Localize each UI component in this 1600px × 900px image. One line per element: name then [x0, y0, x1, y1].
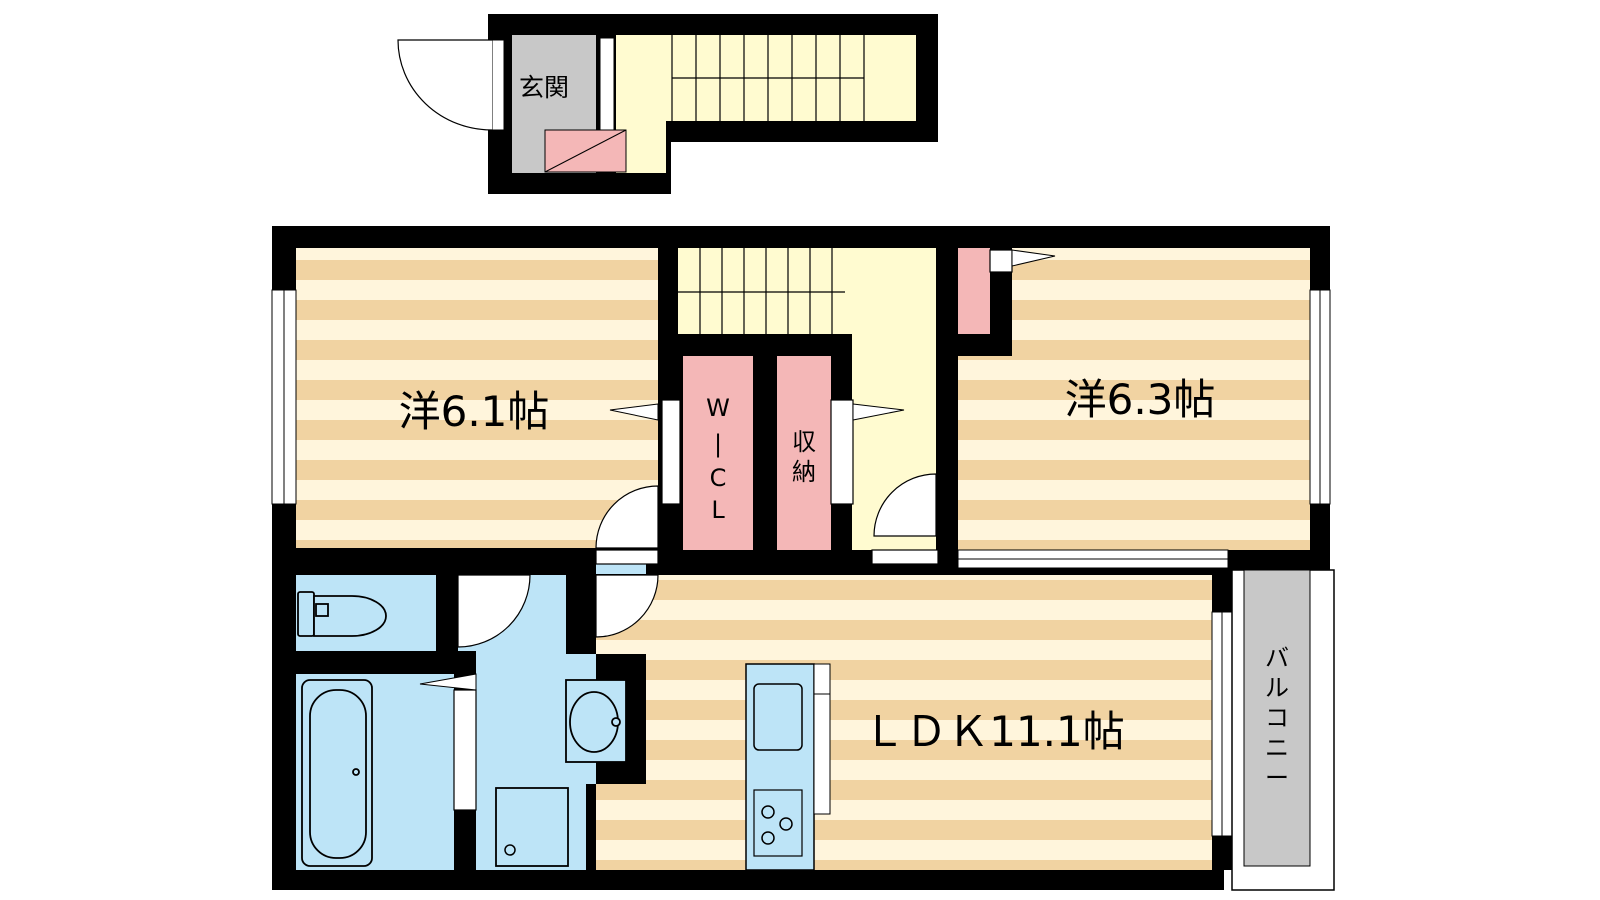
room-western-2: [958, 248, 1310, 552]
balcony-floor: [1243, 569, 1311, 867]
main-stairs: [678, 248, 845, 334]
wash-basin-icon: [565, 679, 627, 763]
doors: [453, 249, 1013, 811]
entrance-module-cutout: [671, 142, 961, 202]
kitchen-sink: [753, 683, 803, 751]
balcony-label: バ ル コ ニ ー: [1265, 644, 1289, 792]
kitchen-stove: [753, 789, 803, 857]
washing-machine-pan: [495, 787, 569, 867]
corridor-door-jamb: [599, 37, 615, 133]
door-wedges: [419, 249, 1056, 691]
balcony-label-char: ニ: [1265, 734, 1289, 762]
walk-in-closet-label-char: W: [706, 394, 730, 422]
balcony-label-char: コ: [1265, 704, 1289, 732]
balcony-label-char: ー: [1265, 764, 1289, 792]
corridor-main: [678, 248, 936, 334]
balcony-label-char: ル: [1265, 674, 1289, 702]
shoe-cabinet-diagonal: [544, 129, 627, 173]
main-unit: [271, 226, 1344, 900]
closet-storage: [777, 356, 831, 550]
stove-burner-2: [779, 817, 793, 831]
room-ldk: [596, 575, 1212, 870]
storage-label-char: 納: [792, 458, 816, 486]
room-western-1-label: 洋6.1帖: [399, 387, 550, 436]
walk-in-closet-label: W | C L: [706, 394, 730, 524]
walk-in-closet-label-char: |: [714, 430, 722, 458]
washing-machine-drain: [504, 844, 516, 856]
toilet-icon: [297, 591, 387, 637]
stove-burner-1: [761, 805, 775, 819]
kitchen-wall-stub: [813, 663, 831, 695]
room-ldk-label: ＬＤＫ11.1帖: [863, 707, 1125, 756]
closet-walk-in: [683, 356, 753, 550]
kitchen-wall-stub-2: [813, 693, 831, 815]
room-western-1: [296, 248, 658, 548]
storage-label: 収 納: [792, 428, 816, 486]
balcony-label-char: バ: [1265, 644, 1289, 672]
room-western-2-label: 洋6.3帖: [1065, 375, 1216, 424]
stove-burner-3: [761, 831, 775, 845]
entrance-door-swing: [397, 39, 493, 131]
walk-in-closet-label-char: L: [711, 496, 725, 524]
entrance-door-jamb: [491, 39, 505, 131]
storage-label-char: 収: [792, 428, 816, 456]
walk-in-closet-label-char: C: [710, 464, 727, 492]
entrance-label: 玄関: [519, 73, 569, 102]
bathtub-icon: [301, 679, 373, 867]
entrance-module: 玄関: [397, 14, 961, 202]
bedroom-2-closet: [958, 248, 990, 334]
windows: [271, 289, 1331, 837]
upper-stairs: [671, 35, 865, 121]
